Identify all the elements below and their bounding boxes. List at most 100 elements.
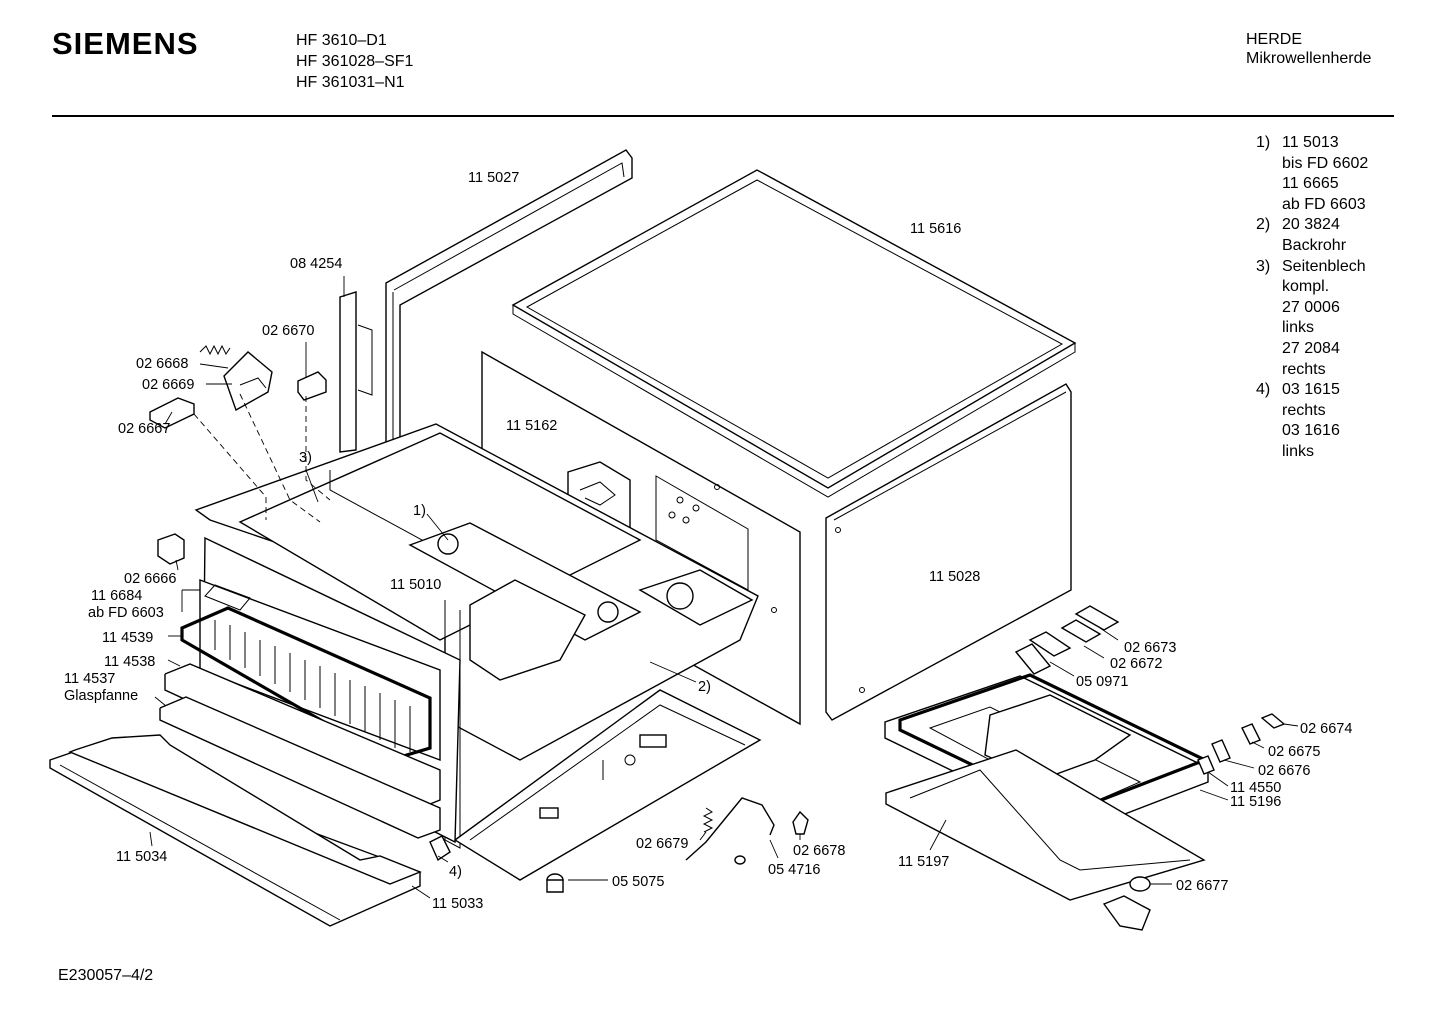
footnote-line: Backrohr: [1282, 236, 1347, 254]
callout-026677: 02 6677: [1176, 878, 1228, 894]
callout-026679: 02 6679: [636, 836, 688, 852]
footnote-line: 27 2084: [1282, 339, 1340, 357]
oven-rack-114539: [180, 606, 432, 762]
footnote-list: 1) 11 5013 bis FD 6602 11 6665 ab FD 660…: [1256, 133, 1368, 463]
callout-glaspfanne: Glaspfanne: [64, 688, 138, 704]
header-divider: [52, 115, 1394, 117]
callout-115027: 11 5027: [468, 170, 519, 186]
callout-114550: 11 4550: [1230, 780, 1281, 796]
footnote-line: rechts: [1282, 360, 1326, 378]
footnote-number: 4): [1256, 381, 1271, 399]
part-026669: [223, 351, 273, 412]
footnote-1: 1) 11 5013 bis FD 6602 11 6665 ab FD 660…: [1256, 133, 1368, 215]
bottom-plate: [453, 689, 762, 881]
footnote-number: 3): [1256, 257, 1271, 275]
model-number: HF 361028–SF1: [296, 53, 414, 70]
footnote-line: 27 0006: [1282, 298, 1340, 316]
footnote-line: 20 3824: [1282, 216, 1340, 234]
part-026675: [1241, 723, 1261, 745]
footnote-line: 03 1616: [1282, 422, 1340, 440]
trim-strip-115034: [49, 734, 422, 927]
callout-026670: 02 6670: [262, 323, 314, 339]
part-084254: [339, 291, 373, 453]
footnote-line: links: [1282, 319, 1315, 337]
part-026670: [297, 371, 327, 401]
footnote-line: bis FD 6602: [1282, 154, 1369, 172]
footnote-line: 03 1615: [1282, 381, 1340, 399]
footnote-number: 2): [1256, 216, 1271, 234]
part-026674: [1260, 713, 1286, 729]
callout-ref3: 3): [299, 450, 312, 466]
category-title: HERDE: [1246, 31, 1303, 48]
callout-115196: 11 5196: [1230, 794, 1281, 810]
callout-115162: 11 5162: [506, 418, 557, 434]
callout-026675: 02 6675: [1268, 744, 1320, 760]
footnote-2: 2) 20 3824 Backrohr: [1256, 215, 1368, 256]
callout-055075: 05 5075: [612, 874, 664, 890]
guide-line: [193, 413, 267, 520]
part-ref4: [429, 835, 451, 862]
part-114550: [1197, 755, 1215, 775]
baking-tray-114538: [164, 663, 441, 809]
spring-026679: [702, 807, 714, 833]
callout-114539: 11 4539: [102, 630, 153, 646]
bracket-054716: [685, 797, 775, 865]
callout-abfd6603: ab FD 6603: [88, 605, 164, 621]
callout-114538: 11 4538: [104, 654, 155, 670]
glass-pan-114537: [159, 696, 441, 839]
brand-logo: SIEMENS: [52, 26, 199, 61]
footnote-line: kompl.: [1282, 278, 1330, 296]
part-026673: [1074, 605, 1120, 631]
callout-026669: 02 6669: [142, 377, 194, 393]
callout-026673: 02 6673: [1124, 640, 1176, 656]
oven-cavity: [194, 423, 759, 849]
category-subtitle: Mikrowellenherde: [1246, 50, 1372, 67]
part-050971: [1014, 631, 1072, 675]
footnote-4: 4) 03 1615 rechts 03 1616 links: [1256, 380, 1368, 462]
callout-026666: 02 6666: [124, 571, 176, 587]
guide-line: [239, 393, 321, 523]
model-number: HF 3610–D1: [296, 32, 387, 49]
footnote-line: 11 6665: [1282, 175, 1339, 193]
callout-115616: 11 5616: [910, 221, 961, 237]
callout-054716: 05 4716: [768, 862, 820, 878]
model-number: HF 361031–N1: [296, 74, 405, 91]
callout-ref1: 1): [413, 503, 426, 519]
footnote-line: 11 5013: [1282, 134, 1339, 151]
guide-line: [305, 396, 331, 501]
callout-115197: 11 5197: [898, 854, 949, 870]
callout-084254: 08 4254: [290, 256, 342, 272]
document-code: E230057–4/2: [58, 967, 154, 984]
footnote-line: links: [1282, 442, 1315, 460]
model-list: HF 3610–D1 HF 361028–SF1 HF 361031–N1: [296, 30, 413, 93]
foot-055075: [546, 873, 564, 893]
callout-026678: 02 6678: [793, 843, 845, 859]
footnote-line: ab FD 6603: [1282, 195, 1366, 213]
callout-115028: 11 5028: [929, 569, 980, 585]
callout-114537: 11 4537: [64, 671, 115, 687]
callout-ref2: 2): [698, 679, 711, 695]
callout-115034: 11 5034: [116, 849, 167, 865]
footnote-number: 1): [1256, 134, 1271, 151]
callout-026674: 02 6674: [1300, 721, 1352, 737]
callout-026672: 02 6672: [1110, 656, 1162, 672]
footnote-line: Seitenblech: [1282, 257, 1366, 275]
part-026666: [157, 533, 185, 565]
footnote-line: rechts: [1282, 401, 1326, 419]
part-026676: [1211, 739, 1231, 763]
leader-lines: [149, 276, 1299, 899]
callout-115010: 11 5010: [390, 577, 441, 593]
category-block: HERDE Mikrowellenherde: [1246, 30, 1371, 68]
side-panel-115028: [825, 383, 1072, 721]
callout-026676: 02 6676: [1258, 763, 1310, 779]
callout-026667: 02 6667: [118, 421, 170, 437]
callout-050971: 05 0971: [1076, 674, 1128, 690]
callout-ref4: 4): [449, 864, 462, 880]
callout-116684: 11 6684: [91, 588, 142, 604]
part-026678: [792, 810, 809, 835]
callout-026668: 02 6668: [136, 356, 188, 372]
spring-026668: [199, 344, 231, 356]
callout-115033: 11 5033: [432, 896, 483, 912]
part-026672: [1060, 619, 1102, 643]
